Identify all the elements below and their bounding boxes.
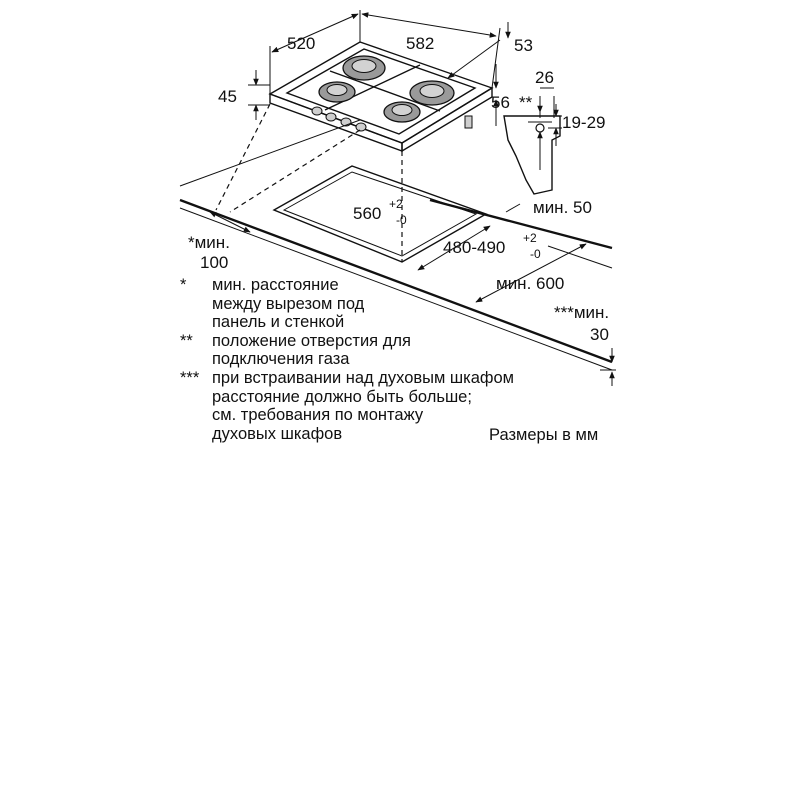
dim-min-100-label: *мин. (188, 233, 230, 252)
dim-hob-height: 45 (218, 87, 237, 106)
note-mark: * (180, 276, 187, 294)
dim-min-600: мин. 600 (496, 274, 564, 293)
dim-gas-height: 19-29 (562, 113, 605, 132)
gas-connection-detail (503, 87, 562, 195)
dim-gas-marker: ** (519, 93, 533, 112)
dim-side-56: 56 (491, 93, 510, 112)
dim-gas-width: 26 (535, 68, 554, 87)
burner-front-right (383, 101, 421, 123)
dim-min-50: мин. 50 (533, 198, 592, 217)
note-mark: *** (180, 368, 200, 387)
dim-min-30-label: ***мин. (554, 303, 609, 322)
dim-cutout-width-tol-plus: +2 (389, 197, 403, 211)
control-knobs (311, 106, 367, 132)
note-text: положение отверстия для подключения газа (212, 331, 411, 369)
countertop (179, 103, 613, 371)
dim-hob-width: 520 (287, 34, 315, 53)
burner-rear-left (342, 55, 386, 81)
note-text: мин. расстояние между вырезом под панель… (212, 276, 365, 332)
dim-min-100-value: 100 (200, 253, 228, 272)
dim-cutout-depth-tol-plus: +2 (523, 231, 537, 245)
note-text: при встраивании над духовым шкафом расст… (212, 368, 515, 443)
countertop-dimension-lines (209, 203, 616, 386)
dim-hob-depth: 582 (406, 34, 434, 53)
hob-dimension-lines (248, 10, 511, 126)
hob-illustration (268, 41, 494, 153)
note-item: * мин. расстояние между вырезом под пане… (180, 276, 620, 332)
dim-right-offset: 53 (514, 36, 533, 55)
burner-rear-right (409, 80, 455, 106)
note-mark: ** (180, 331, 193, 350)
note-item: *** при встраивании над духовым шкафом р… (180, 369, 620, 443)
note-item: ** положение отверстия для подключения г… (180, 332, 620, 369)
dim-cutout-width: 560 (353, 204, 381, 223)
dim-cutout-width-tol-minus: -0 (396, 213, 407, 227)
dim-cutout-depth-tol-minus: -0 (530, 247, 541, 261)
dimension-labels: 520 582 53 45 56 ** 26 19-29 560 +2 -0 4… (188, 34, 609, 344)
units-label: Размеры в мм (489, 426, 599, 444)
dim-cutout-depth: 480-490 (443, 238, 505, 257)
dim-min-30-value: 30 (590, 325, 609, 344)
burner-front-left (318, 81, 356, 103)
notes-list: * мин. расстояние между вырезом под пане… (180, 276, 620, 443)
